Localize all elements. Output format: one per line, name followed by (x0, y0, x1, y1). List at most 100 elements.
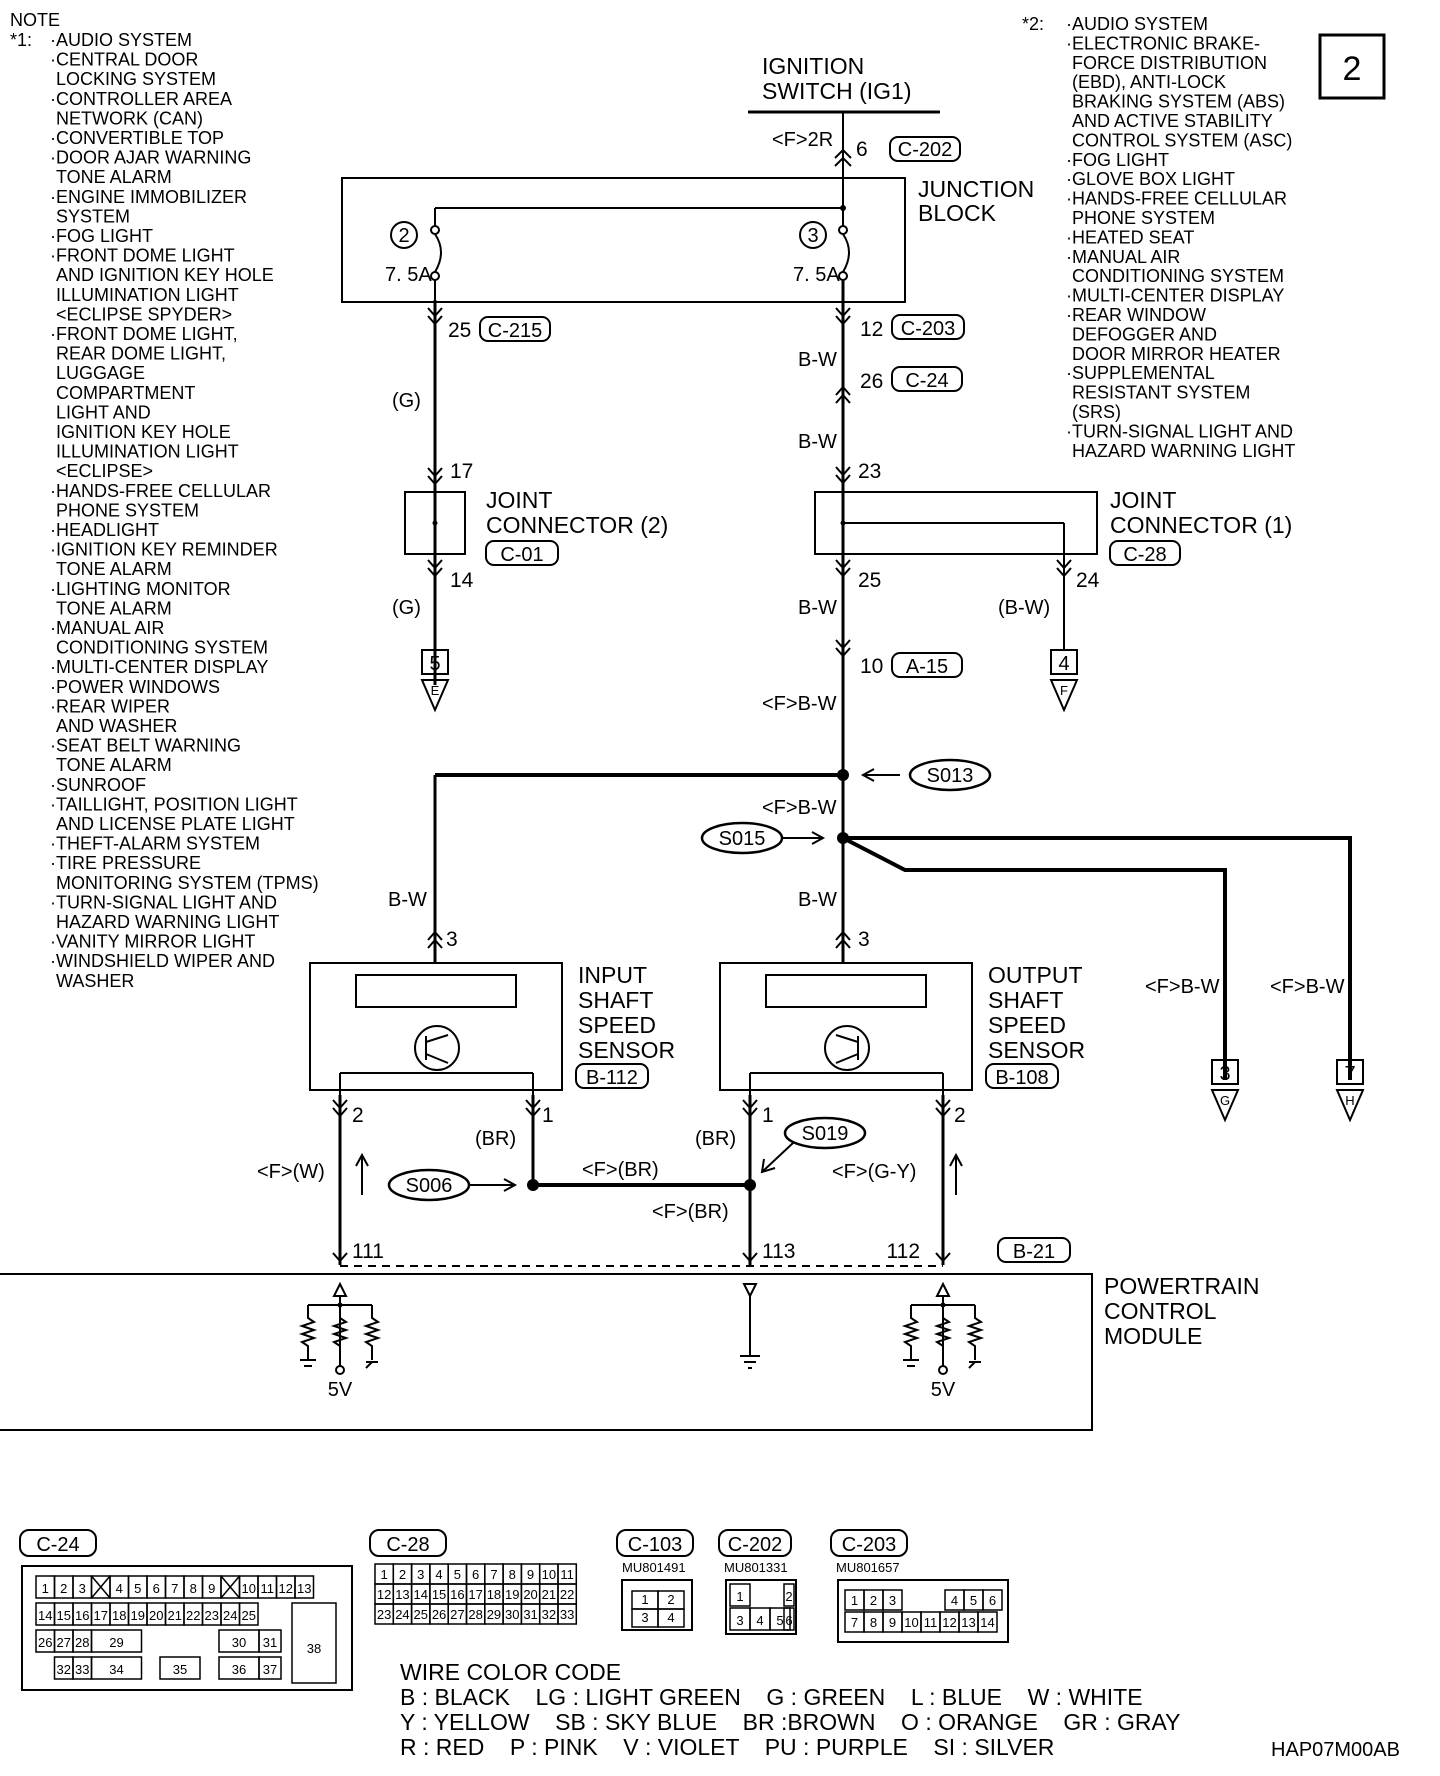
c103-pin: 2 (667, 1592, 674, 1607)
c203-pin: 6 (989, 1593, 996, 1608)
note1-line: LOCKING SYSTEM (56, 69, 216, 89)
splice-s006: S006 (406, 1175, 453, 1197)
c103-pin: 4 (667, 1610, 674, 1625)
c24-pin: 14 (38, 1608, 52, 1623)
junction-block-line2: BLOCK (918, 200, 997, 226)
note1-line: IGNITION KEY HOLE (56, 422, 231, 442)
ignition-switch: IGNITION SWITCH (IG1) <F>2R 6 C-202 (748, 53, 961, 190)
left-connector-top: C-215 (488, 320, 542, 342)
note1-line: SYSTEM (56, 206, 130, 226)
input-line2: SHAFT (578, 987, 653, 1013)
center-pin-c24: 26 (860, 370, 883, 393)
c28-pin: 33 (560, 1607, 574, 1622)
note1-marker: *1: (10, 30, 32, 50)
note2-line: ·AUDIO SYSTEM (1066, 14, 1208, 34)
c28-pin: 32 (542, 1607, 556, 1622)
note1-line: COMPARTMENT (56, 383, 195, 403)
note1-line: ·FOG LIGHT (50, 226, 153, 246)
c28-pin: 13 (395, 1587, 409, 1602)
c24-pin: 6 (153, 1581, 160, 1596)
c24-pin: 22 (186, 1608, 200, 1623)
note1-line: ·ENGINE IMMOBILIZER (50, 187, 247, 207)
note1-line: REAR DOME LIGHT, (56, 344, 226, 364)
joint1-pin-side: 24 (1076, 569, 1100, 592)
center-connector-c24: C-24 (905, 370, 948, 392)
input-shaft-speed-sensor: B-W 3 INPUT SHAFT SPEED SENSOR B-112 (309, 889, 675, 1097)
wire-br-left: (BR) (475, 1128, 516, 1150)
note1-line: ·HANDS-FREE CELLULAR (50, 481, 271, 501)
note1-line: ·WINDSHIELD WIPER AND (50, 951, 275, 971)
note2-line: ·ELECTRONIC BRAKE- (1066, 33, 1260, 53)
input-line1: INPUT (578, 962, 647, 988)
c24-pin: 26 (38, 1635, 52, 1650)
note2-line: ·MANUAL AIR (1066, 247, 1180, 267)
c24-pin: 27 (57, 1635, 71, 1650)
joint1-dest-letter: F (1060, 683, 1068, 698)
c28-pin: 22 (560, 1587, 574, 1602)
c28-pin: 16 (450, 1587, 464, 1602)
junction-block: JUNCTION BLOCK 2 7. 5A 3 7. 5A (341, 176, 1034, 310)
dest-h-wire: <F>B-W (1270, 976, 1345, 998)
note1-line: LIGHT AND (56, 402, 151, 422)
c28-pin: 8 (509, 1567, 516, 1582)
note-2: *2: ·AUDIO SYSTEM·ELECTRONIC BRAKE-FORCE… (1022, 14, 1295, 461)
c28-pin: 10 (542, 1567, 556, 1582)
wire-br-low: <F>(BR) (652, 1201, 729, 1223)
ignition-pin: 6 (856, 138, 868, 161)
note2-line: CONTROL SYSTEM (ASC) (1072, 130, 1292, 150)
dest-h-letter: H (1345, 1093, 1354, 1108)
joint1-line2: CONNECTOR (1) (1110, 512, 1292, 538)
output-pin-left: 1 (762, 1104, 774, 1127)
note1-line: ·REAR WIPER (50, 696, 170, 716)
center-wire-5: <F>B-W (762, 797, 837, 819)
c24-pin: 1 (42, 1581, 49, 1596)
note2-line: DEFOGGER AND (1072, 324, 1217, 344)
c203-pin: 10 (904, 1615, 918, 1630)
output-shaft-speed-sensor: B-W 3 OUTPUT SHAFT SPEED SENSOR B-108 (719, 889, 1085, 1097)
c202-pin: 2 (785, 1589, 792, 1604)
note2-line: FORCE DISTRIBUTION (1072, 53, 1267, 73)
c28-pin: 20 (523, 1587, 537, 1602)
center-pin-a15: 10 (860, 655, 883, 678)
note-1: NOTE *1: ·AUDIO SYSTEM·CENTRAL DOORLOCKI… (10, 10, 319, 991)
c28-pin: 23 (377, 1607, 391, 1622)
splice-s015: S015 (719, 828, 766, 850)
c24-label: C-24 (36, 1534, 79, 1556)
input-connector: B-112 (586, 1067, 638, 1089)
right-destinations: <F>B-W 3 G <F>B-W 7 H (1145, 976, 1365, 1123)
bottom-wiring: 2 1 1 2 <F>(W) (BR) <F>(BR) (BR) <F>(BR)… (257, 1095, 1071, 1267)
input-line4: SENSOR (578, 1037, 675, 1063)
note-title: NOTE (10, 10, 60, 30)
c202-pin: 4 (756, 1613, 763, 1628)
c24-pin: 20 (149, 1608, 163, 1623)
pcm-pin-112: 112 (887, 1240, 920, 1263)
c28-pin: 26 (432, 1607, 446, 1622)
c28-pin: 7 (490, 1567, 497, 1582)
note1-line: ·CONTROLLER AREA (50, 89, 232, 109)
note1-line: TONE ALARM (56, 755, 172, 775)
c28-pin: 15 (432, 1587, 446, 1602)
c28-pin: 17 (468, 1587, 482, 1602)
c103-label: C-103 (628, 1534, 682, 1556)
output-pin-right: 2 (954, 1104, 966, 1127)
left-pin-in: 17 (450, 460, 473, 483)
c203-pin: 9 (889, 1615, 896, 1630)
c103-part: MU801491 (622, 1560, 686, 1575)
c202-pin: 6 (785, 1613, 792, 1628)
note1-line: <ECLIPSE SPYDER> (56, 304, 232, 324)
note2-line: RESISTANT SYSTEM (1072, 383, 1250, 403)
note1-line: ·SUNROOF (50, 775, 146, 795)
left-wire-2: (G) (392, 597, 421, 619)
note1-line: ·AUDIO SYSTEM (50, 30, 192, 50)
center-pin-in: 23 (858, 460, 881, 483)
c24-pin: 36 (232, 1662, 246, 1677)
output-line1: OUTPUT (988, 962, 1083, 988)
center-connector-a15: A-15 (906, 656, 948, 678)
c203-part: MU801657 (836, 1560, 900, 1575)
wire-color-line1: B : BLACK LG : LIGHT GREEN G : GREEN L :… (400, 1684, 1143, 1710)
c28-pin: 2 (399, 1567, 406, 1582)
pcm-line2: CONTROL (1104, 1298, 1217, 1324)
ignition-connector: C-202 (898, 139, 952, 161)
